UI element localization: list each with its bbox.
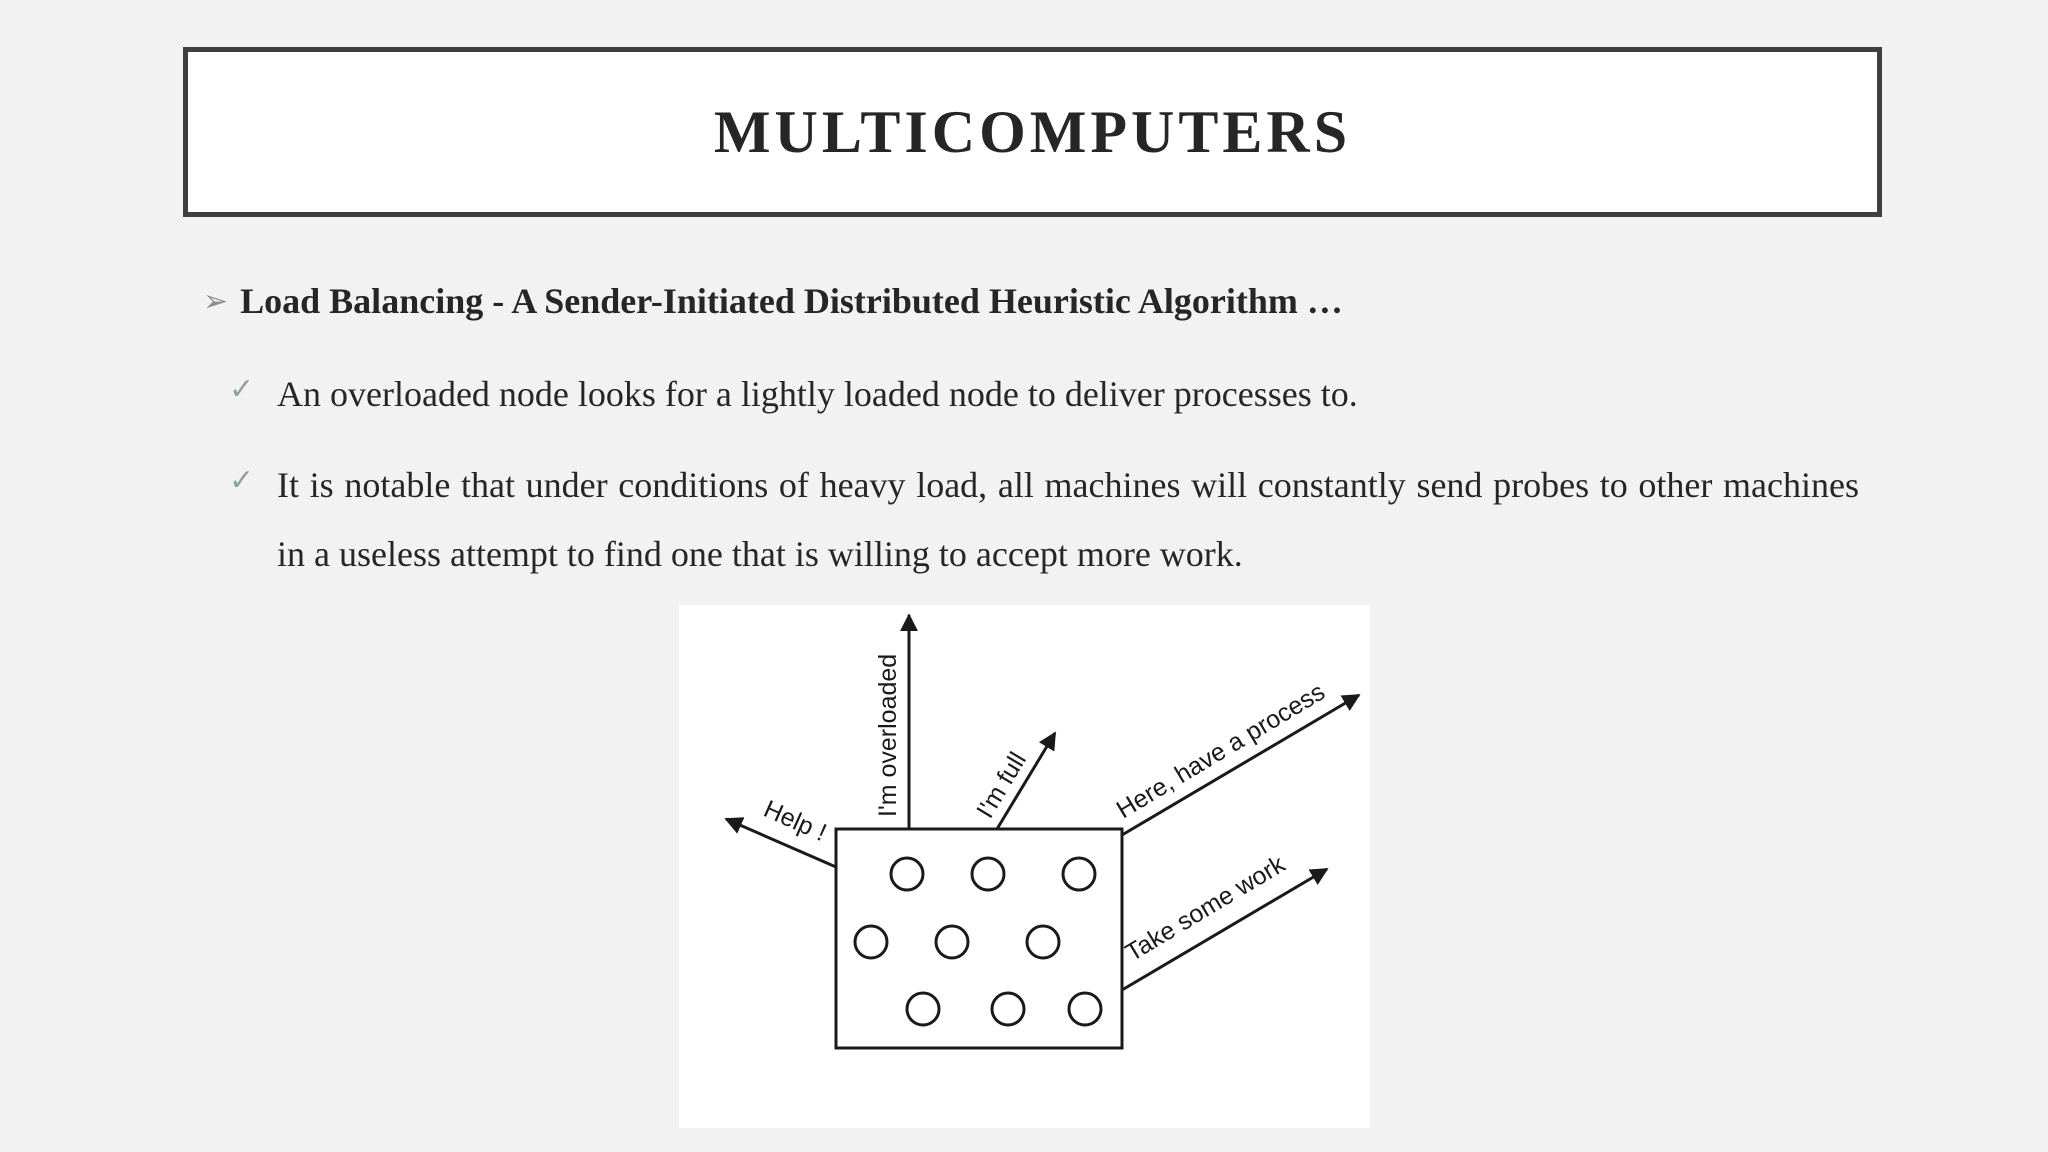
process-circle bbox=[889, 856, 925, 892]
checkmark-icon: ✓ bbox=[229, 464, 255, 497]
process-circles bbox=[853, 856, 1103, 1027]
process-circle bbox=[970, 856, 1006, 892]
load-balancing-diagram: I'm overloaded I'm full Help ! Here, hav… bbox=[724, 613, 1361, 1050]
arrow-full bbox=[995, 731, 1057, 830]
bullet-text-1: An overloaded node looks for a lightly l… bbox=[277, 374, 1358, 414]
arrow-take-work bbox=[1121, 867, 1329, 992]
arrow-help bbox=[724, 817, 837, 869]
process-circle bbox=[990, 991, 1026, 1027]
process-circle bbox=[1067, 991, 1103, 1027]
process-circle bbox=[1025, 924, 1061, 960]
heading-row: ➢ Load Balancing - A Sender-Initiated Di… bbox=[203, 280, 1343, 322]
process-circle bbox=[1061, 856, 1097, 892]
load-balancing-figure: I'm overloaded I'm full Help ! Here, hav… bbox=[679, 605, 1370, 1128]
machine-box bbox=[834, 827, 1124, 1050]
label-have-process: Here, have a process bbox=[1112, 678, 1330, 824]
arrow-have-process bbox=[1121, 693, 1361, 837]
checkmark-icon: ✓ bbox=[229, 373, 255, 406]
bullet-text-2: It is notable that under conditions of h… bbox=[277, 465, 1859, 574]
process-circle bbox=[853, 924, 889, 960]
process-circle bbox=[934, 924, 970, 960]
section-heading: Load Balancing - A Sender-Initiated Dist… bbox=[240, 281, 1343, 321]
label-overloaded: I'm overloaded bbox=[874, 654, 902, 817]
title-box: MULTICOMPUTERS bbox=[183, 47, 1882, 217]
process-circle bbox=[905, 991, 941, 1027]
slide-title: MULTICOMPUTERS bbox=[713, 98, 1352, 165]
arrow-bullet-icon: ➢ bbox=[203, 284, 229, 318]
label-take-work: Take some work bbox=[1121, 850, 1291, 967]
